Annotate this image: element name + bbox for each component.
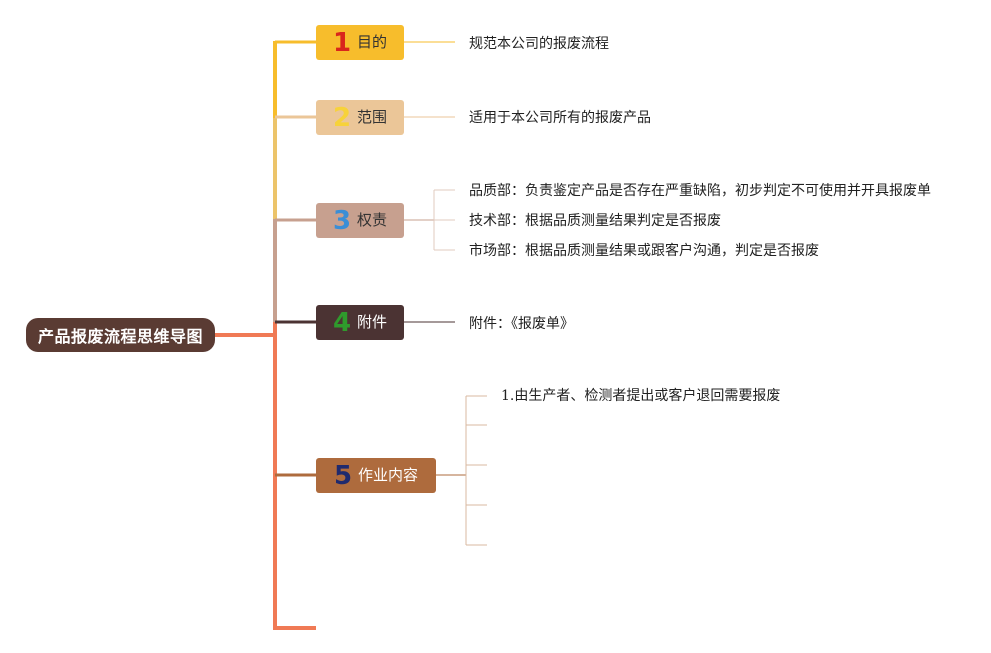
branch-label-responsibility: 权责 bbox=[357, 211, 388, 229]
leaf-work-step-1[interactable]: 1.由生产者、检测者提出或客户退回需要报废 bbox=[501, 388, 781, 404]
branch-node-work-content[interactable]: 5 作业内容 bbox=[316, 458, 436, 493]
branch-node-attachment[interactable]: 4 附件 bbox=[316, 305, 404, 340]
leaf-quality-dept[interactable]: 品质部：负责鉴定产品是否存在严重缺陷，初步判定不可使用并开具报废单 bbox=[469, 183, 931, 199]
leaf-purpose-text[interactable]: 规范本公司的报废流程 bbox=[469, 36, 609, 52]
root-node[interactable]: 产品报废流程思维导图 bbox=[26, 318, 215, 352]
leaf-scope-text[interactable]: 适用于本公司所有的报废产品 bbox=[469, 110, 651, 126]
branch-number-4: 4 bbox=[332, 307, 352, 338]
root-label: 产品报废流程思维导图 bbox=[37, 327, 203, 346]
branch-label-work-content: 作业内容 bbox=[358, 466, 419, 484]
branch-node-purpose[interactable]: 1 目的 bbox=[316, 25, 404, 60]
branch-label-purpose: 目的 bbox=[357, 33, 388, 51]
branch-number-3: 3 bbox=[332, 205, 352, 236]
branch-node-responsibility[interactable]: 3 权责 bbox=[316, 203, 404, 238]
branch-label-attachment: 附件 bbox=[357, 313, 388, 331]
branch-node-scope[interactable]: 2 范围 bbox=[316, 100, 404, 135]
leaf-market-dept[interactable]: 市场部：根据品质测量结果或跟客户沟通，判定是否报废 bbox=[469, 243, 819, 259]
leaf-attachment-text[interactable]: 附件：《报废单》 bbox=[469, 316, 574, 332]
leaf-tech-dept[interactable]: 技术部：根据品质测量结果判定是否报废 bbox=[469, 213, 721, 229]
branch-number-1: 1 bbox=[332, 27, 352, 58]
branch-number-2: 2 bbox=[332, 102, 352, 133]
branch-number-5: 5 bbox=[333, 460, 353, 491]
branch-label-scope: 范围 bbox=[357, 108, 388, 126]
